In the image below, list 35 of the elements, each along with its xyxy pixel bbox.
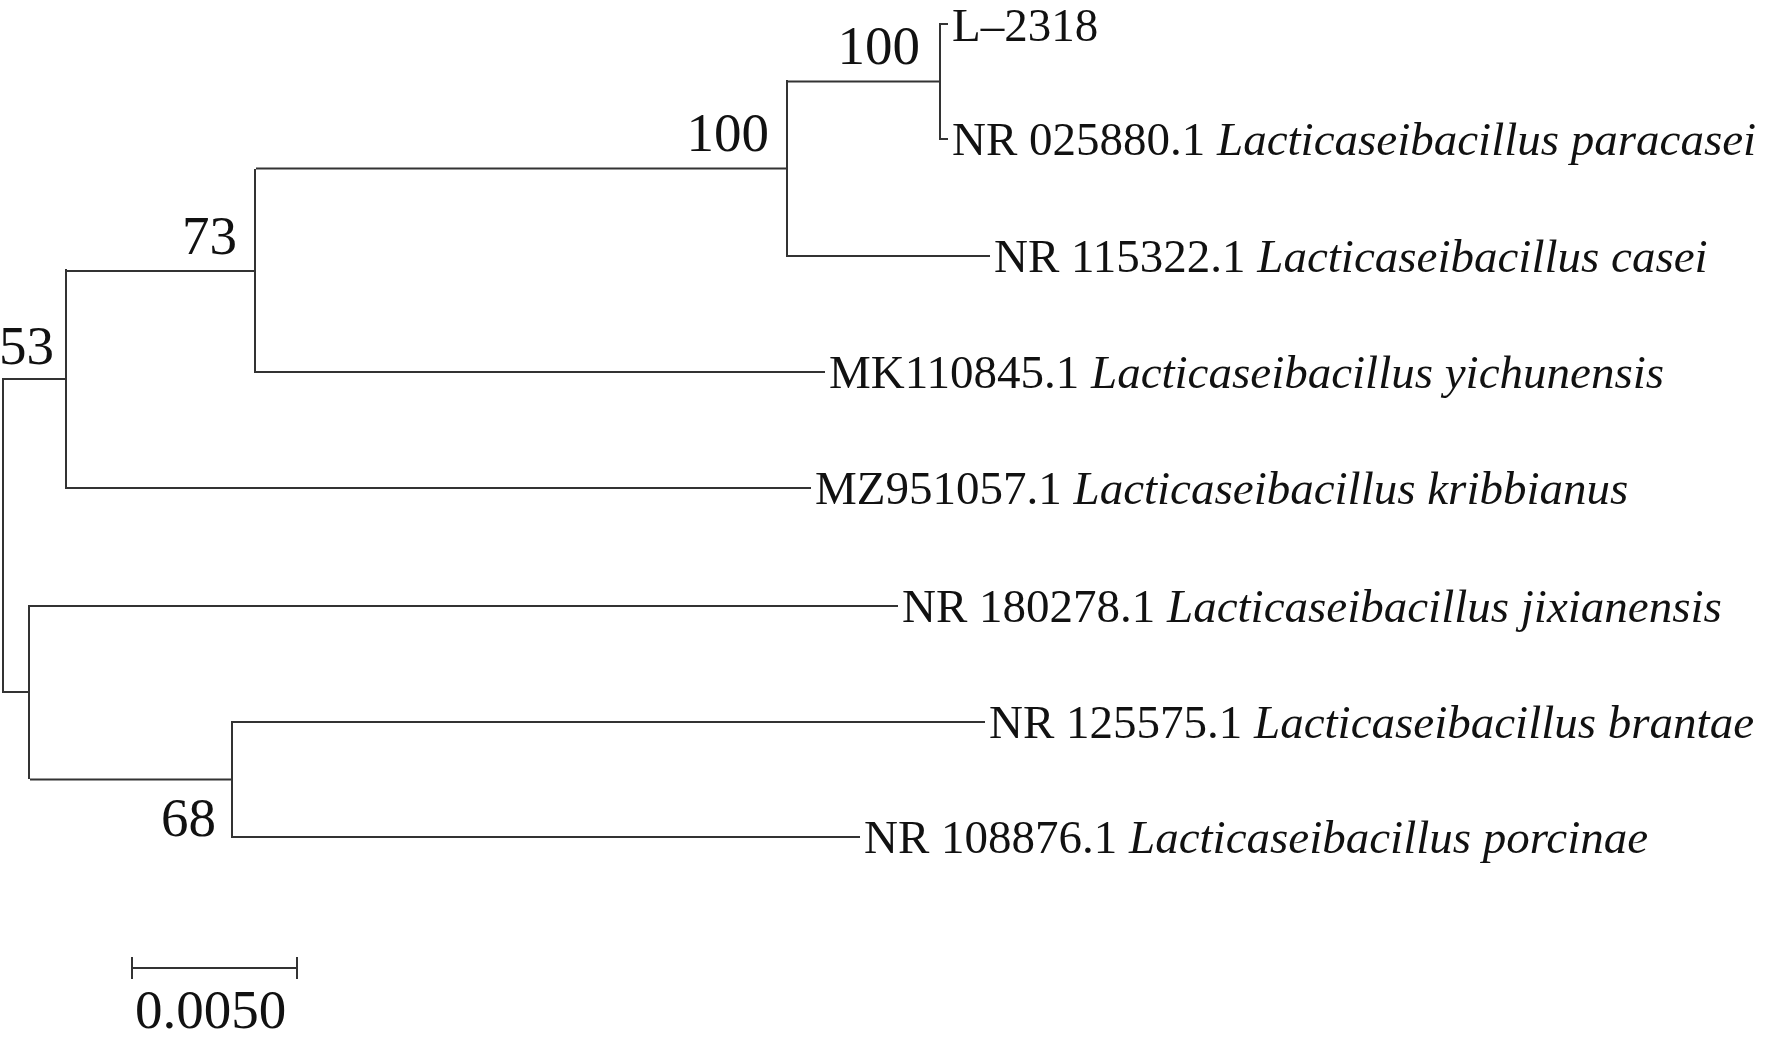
taxon-label: NR 125575.1 Lacticaseibacillus brantae xyxy=(985,697,1755,747)
clade-line xyxy=(786,80,788,257)
bootstrap-value: 53 xyxy=(0,318,54,373)
taxon-label: NR 115322.1 Lacticaseibacillus casei xyxy=(990,231,1708,281)
branch-line xyxy=(66,270,255,272)
branch-line xyxy=(787,255,991,257)
branch-line xyxy=(787,80,940,83)
taxon-label: NR 108876.1 Lacticaseibacillus porcinae xyxy=(860,812,1649,862)
bootstrap-value: 73 xyxy=(182,208,237,263)
bootstrap-value: 68 xyxy=(161,790,216,845)
branch-line xyxy=(255,167,787,170)
branch-line xyxy=(232,836,861,838)
branch-line xyxy=(3,691,29,693)
taxon-label: NR 180278.1 Lacticaseibacillus jixianensis xyxy=(898,581,1722,631)
branch-line xyxy=(29,605,899,607)
branch-line xyxy=(232,721,986,723)
taxon-label: MZ951057.1 Lacticaseibacillus kribbianus xyxy=(811,463,1629,513)
bootstrap-value: 100 xyxy=(837,18,920,73)
clade-line xyxy=(65,269,67,489)
taxon-label: NR 025880.1 Lacticaseibacillus paracasei xyxy=(948,114,1757,164)
branch-line xyxy=(3,378,66,380)
branch-line xyxy=(940,23,949,25)
branch-line xyxy=(66,487,812,489)
bootstrap-value: 100 xyxy=(686,105,769,160)
clade-line xyxy=(939,23,941,140)
clade-line xyxy=(2,378,4,693)
clade-line xyxy=(254,169,256,373)
taxon-label: L–2318 xyxy=(948,0,1099,50)
clade-line xyxy=(28,605,30,779)
taxon-label: MK110845.1 Lacticaseibacillus yichunensis xyxy=(825,347,1665,397)
clade-line xyxy=(231,721,233,838)
branch-line xyxy=(255,371,826,373)
branch-line xyxy=(940,138,949,140)
branch-line xyxy=(29,778,232,781)
scale-value: 0.0050 xyxy=(135,982,287,1037)
